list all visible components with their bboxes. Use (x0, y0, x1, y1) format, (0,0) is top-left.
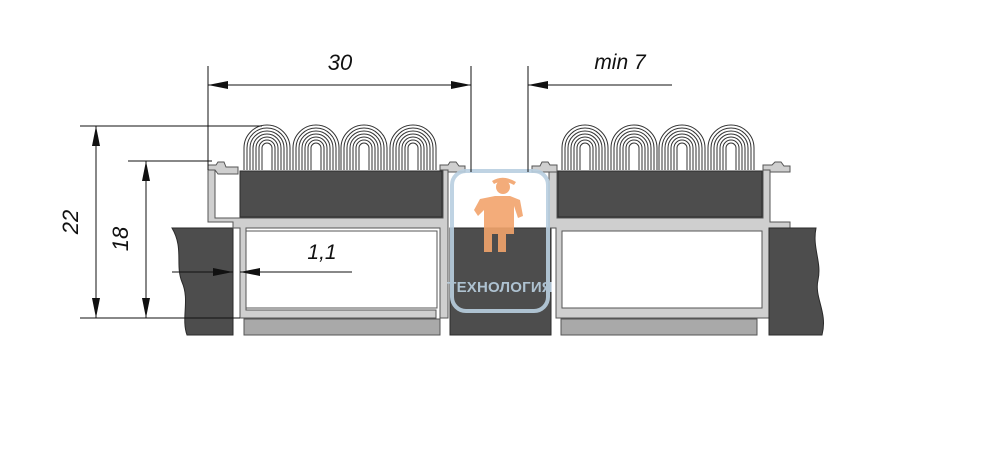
floor-block-left (171, 227, 234, 336)
brush-loop (561, 124, 609, 170)
right-module (531, 161, 824, 336)
brush-loop (610, 124, 658, 170)
profile-left-frame (207, 169, 449, 319)
left-module (171, 161, 466, 336)
watermark: ТЕХНОЛОГИЯ (447, 169, 553, 313)
profile-left-hook (207, 161, 239, 175)
brush-loops (243, 124, 755, 170)
brush-loop (292, 124, 340, 170)
dim-label-30: 30 (328, 50, 353, 75)
worker-logo-icon (474, 177, 523, 252)
brush-loop (389, 124, 437, 170)
dim-label-18: 18 (108, 226, 133, 251)
profile-left-chamber (245, 230, 438, 309)
profile-left-hook-right (439, 161, 466, 173)
dimension-lines (80, 66, 672, 319)
brush-loop (658, 124, 706, 170)
brush-loop (707, 124, 755, 170)
profile-right-hook-end (762, 161, 791, 173)
profile-right-chamber (561, 230, 763, 309)
base-strip-right (560, 318, 758, 336)
brush-loop (340, 124, 388, 170)
base-strip-left (243, 318, 441, 336)
watermark-frame (450, 169, 550, 313)
watermark-text: ТЕХНОЛОГИЯ (447, 279, 553, 296)
dim-label-22: 22 (58, 210, 83, 235)
dim-label-wall: 1,1 (307, 241, 336, 264)
floor-block-right (768, 227, 824, 336)
rubber-insert-right (557, 170, 763, 218)
brush-loop (243, 124, 291, 170)
dim-label-gap: min 7 (594, 51, 647, 74)
rubber-insert-left (239, 170, 443, 218)
